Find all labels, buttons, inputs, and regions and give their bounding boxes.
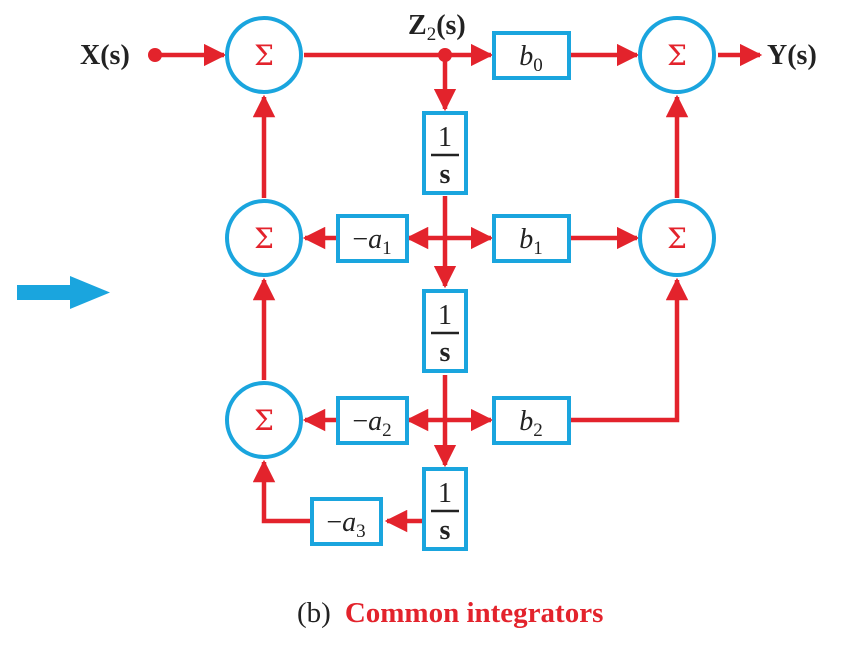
gain-block-a1: −a1 [336, 214, 409, 263]
integrator-1: 1 s [422, 111, 468, 195]
integrator-denominator: s [440, 159, 451, 190]
wire-b2-to-sum [569, 277, 689, 423]
gain-a1-letter: a [368, 224, 382, 255]
output-signal-label: Y(s) [767, 40, 817, 71]
sum-junction-input: Σ [225, 16, 303, 94]
sum-junction-left-middle: Σ [225, 199, 303, 277]
integrator-numerator: 1 [438, 122, 452, 153]
gain-b0-subscript: 0 [533, 55, 543, 76]
integrator-numerator: 1 [438, 478, 452, 509]
svg-text:−a3: −a3 [326, 507, 365, 542]
integrator-2: 1 s [422, 289, 468, 373]
gain-block-b2: b2 [492, 396, 571, 445]
input-node-dot [148, 48, 162, 62]
sum-symbol: Σ [254, 404, 274, 437]
gain-block-a3: −a3 [310, 497, 383, 546]
gain-block-a2: −a2 [336, 396, 409, 445]
gain-a3-sign: − [326, 507, 342, 538]
transform-arrow-icon [17, 276, 110, 309]
integrator-denominator: s [440, 515, 451, 546]
gain-a2-sign: − [352, 406, 368, 437]
sum-symbol: Σ [667, 39, 687, 72]
gain-a1-subscript: 1 [382, 238, 392, 259]
caption-title: Common integrators [345, 597, 604, 629]
sum-junction-left-bottom: Σ [225, 381, 303, 459]
svg-text:b2: b2 [519, 406, 543, 441]
gain-a2-letter: a [368, 406, 382, 437]
caption-prefix: (b) [297, 597, 331, 629]
wire-a3-to-sum [252, 459, 310, 524]
gain-block-b1: b1 [492, 214, 571, 263]
input-signal-label: X(s) [80, 40, 130, 71]
z2-node-dot [438, 48, 452, 62]
sum-symbol: Σ [254, 39, 274, 72]
signal-wires [148, 43, 763, 533]
svg-text:b0: b0 [519, 41, 543, 76]
gain-b2-letter: b [519, 406, 533, 437]
gain-a3-subscript: 3 [356, 521, 366, 542]
z2-signal-label: Z2(s) [408, 10, 466, 45]
integrator-numerator: 1 [438, 300, 452, 331]
svg-text:b1: b1 [519, 224, 543, 259]
sum-junction-right-middle: Σ [638, 199, 716, 277]
gain-block-b0: b0 [492, 31, 571, 80]
gain-a1-sign: − [352, 224, 368, 255]
integrator-denominator: s [440, 337, 451, 368]
gain-a2-subscript: 2 [382, 420, 392, 441]
figure-caption: (b) Common integrators [297, 597, 603, 629]
gain-b1-letter: b [519, 224, 533, 255]
integrator-3: 1 s [422, 467, 468, 551]
gain-b0-letter: b [519, 41, 533, 72]
sum-symbol: Σ [667, 222, 687, 255]
sum-junction-output: Σ [638, 16, 716, 94]
gain-b1-subscript: 1 [533, 238, 543, 259]
svg-text:−a2: −a2 [352, 406, 391, 441]
gain-b2-subscript: 2 [533, 420, 543, 441]
sum-symbol: Σ [254, 222, 274, 255]
svg-text:−a1: −a1 [352, 224, 391, 259]
gain-a3-letter: a [342, 507, 356, 538]
